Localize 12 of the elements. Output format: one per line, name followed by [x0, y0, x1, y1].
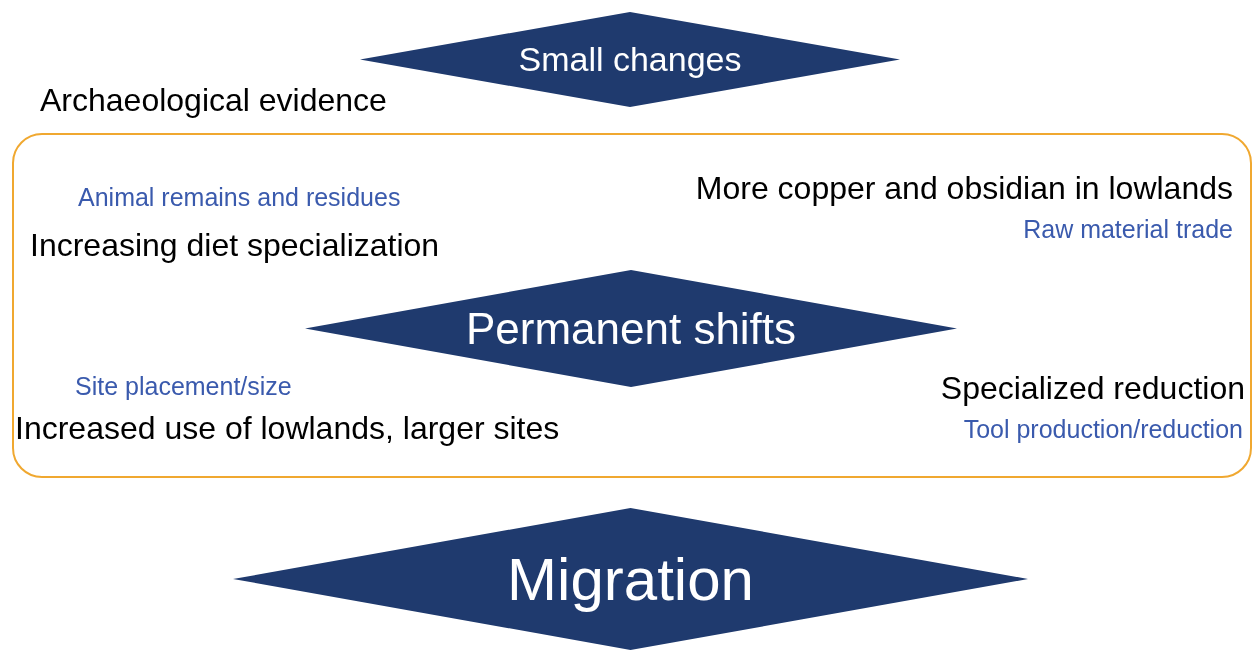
evidence-text: Increased use of lowlands, larger sites — [15, 408, 560, 448]
diamond-label: Small changes — [518, 40, 742, 79]
evidence-text: Increasing diet specialization — [30, 225, 440, 265]
category-label: Site placement/size — [75, 371, 292, 401]
evidence-text: More copper and obsidian in lowlands — [695, 168, 1233, 208]
category-label: Animal remains and residues — [78, 182, 401, 212]
evidence-text: Specialized reduction — [940, 368, 1245, 408]
section-heading: Archaeological evidence — [40, 80, 387, 120]
diamond-label: Permanent shifts — [465, 303, 797, 354]
category-label: Raw material trade — [1023, 214, 1233, 244]
diamond-label: Migration — [507, 544, 754, 614]
category-label: Tool production/reduction — [963, 414, 1243, 444]
